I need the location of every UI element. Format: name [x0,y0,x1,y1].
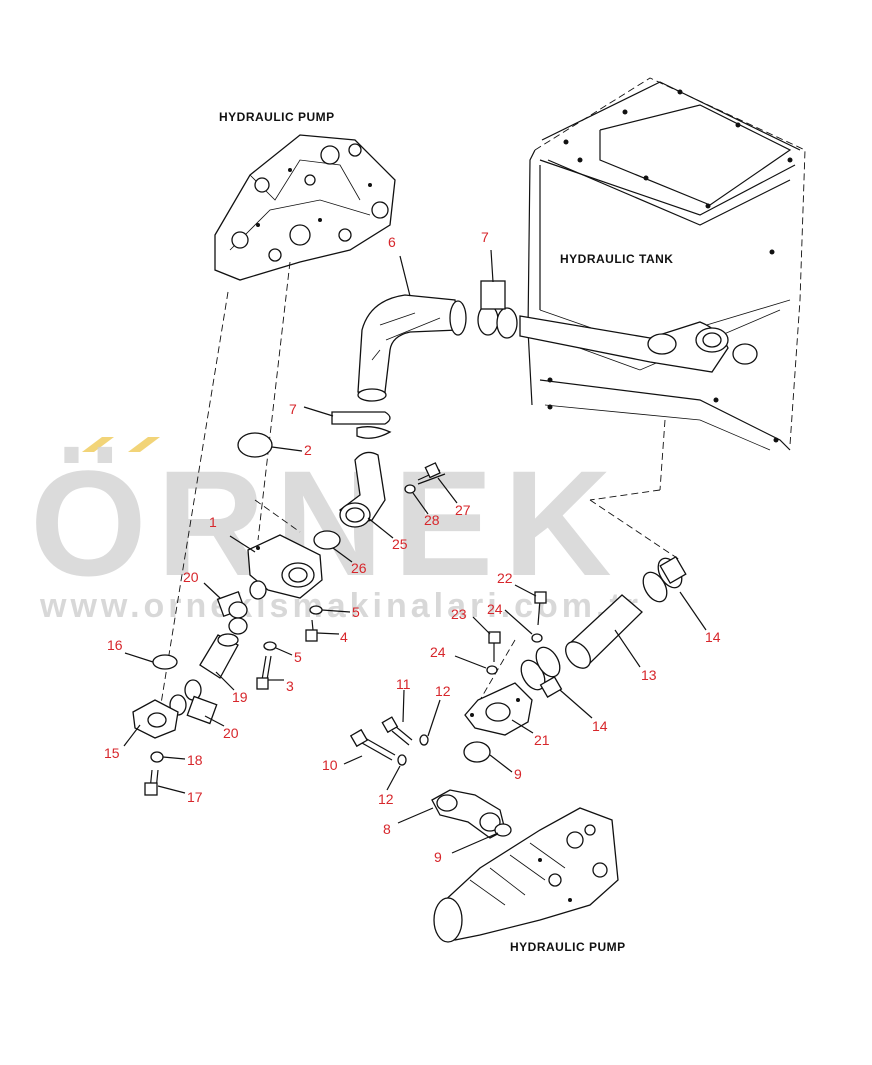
part-17-bolt [144,769,159,796]
label-hydraulic-pump-bottom: HYDRAULIC PUMP [510,940,626,954]
part-14-clamp-upper [642,555,687,603]
hydraulic-tank [519,77,806,451]
callout-20-lower: 20 [223,725,239,741]
part-22-bolt [534,591,547,626]
part-25-elbow [339,451,386,528]
label-hydraulic-pump-top: HYDRAULIC PUMP [219,110,335,124]
hydraulic-pump-top [214,134,396,281]
part-27-bolt [417,462,446,485]
callout-12-a: 12 [435,683,451,699]
part-18-washer [150,751,164,763]
callout-12-b: 12 [378,791,394,807]
part-11-bolt [381,716,413,746]
part-23-bolt [488,631,501,662]
callout-25: 25 [392,536,408,552]
part-15-flange [132,699,179,739]
callout-7-top: 7 [481,229,489,245]
callout-22: 22 [497,570,513,586]
callout-26: 26 [351,560,367,576]
callout-5-b: 5 [294,649,302,665]
callout-20-upper: 20 [183,569,199,585]
callout-numbers: 6 7 7 2 27 28 25 1 26 20 5 4 5 3 16 19 2… [104,229,721,865]
leader-lines [123,249,707,854]
part-3-bolt [256,655,272,690]
part-24-washer-b [486,665,498,675]
part-9-oring-upper [463,741,491,763]
callout-9-lower: 9 [434,849,442,865]
watermark-accent-left [82,437,114,452]
part-7-clamp-top [477,280,518,339]
part-5-washer-a [309,605,323,615]
part-12-washer-b [397,754,407,766]
callout-27: 27 [455,502,471,518]
callout-14-upper: 14 [705,629,721,645]
callout-8: 8 [383,821,391,837]
part-5-washer-b [263,641,277,651]
callout-16: 16 [107,637,123,653]
part-2-oring [237,432,273,458]
watermark-accent-right [128,437,160,452]
callout-18: 18 [187,752,203,768]
callout-28: 28 [424,512,440,528]
part-9-oring-lower [494,823,512,837]
callout-5-a: 5 [352,604,360,620]
callout-9-upper: 9 [514,766,522,782]
part-20-clamp-upper [216,590,248,635]
part-1-fitting [247,534,323,600]
part-10-bolt [349,728,396,761]
part-20-clamp-lower [169,679,218,725]
part-4-bolt [305,619,318,642]
part-21-flange [464,682,533,736]
callout-23: 23 [451,606,467,622]
part-28-washer [404,484,416,494]
callout-19: 19 [232,689,248,705]
part-7-clamp-mid [331,411,392,439]
part-13-hose [565,594,643,669]
callout-24-b: 24 [430,644,446,660]
callout-1: 1 [209,514,217,530]
part-6-hose [357,294,467,402]
watermark-word: ÖRNEK [30,439,622,607]
label-hydraulic-tank: HYDRAULIC TANK [560,252,673,266]
callout-17: 17 [187,789,203,805]
part-19-hose [199,633,239,679]
watermark: ÖRNEK www.ornekismakinalari.com.tr [30,437,642,625]
callout-6: 6 [388,234,396,250]
callout-21: 21 [534,732,550,748]
part-12-washer-a [419,734,429,746]
callout-2: 2 [304,442,312,458]
part-14-clamp-lower [520,646,563,698]
callout-4: 4 [340,629,348,645]
callout-15: 15 [104,745,120,761]
callout-7-mid: 7 [289,401,297,417]
part-24-washer-a [531,633,543,643]
hydraulic-pump-bottom [433,807,619,943]
part-26-oring [313,530,341,550]
callout-10: 10 [322,757,338,773]
part-16-oring [152,654,178,670]
callout-24-a: 24 [487,601,503,617]
callout-11: 11 [396,676,411,692]
callout-3: 3 [286,678,294,694]
part-8-flange [431,789,506,839]
watermark-url: www.ornekismakinalari.com.tr [39,587,642,625]
callout-13: 13 [641,667,657,683]
callout-14-lower: 14 [592,718,608,734]
